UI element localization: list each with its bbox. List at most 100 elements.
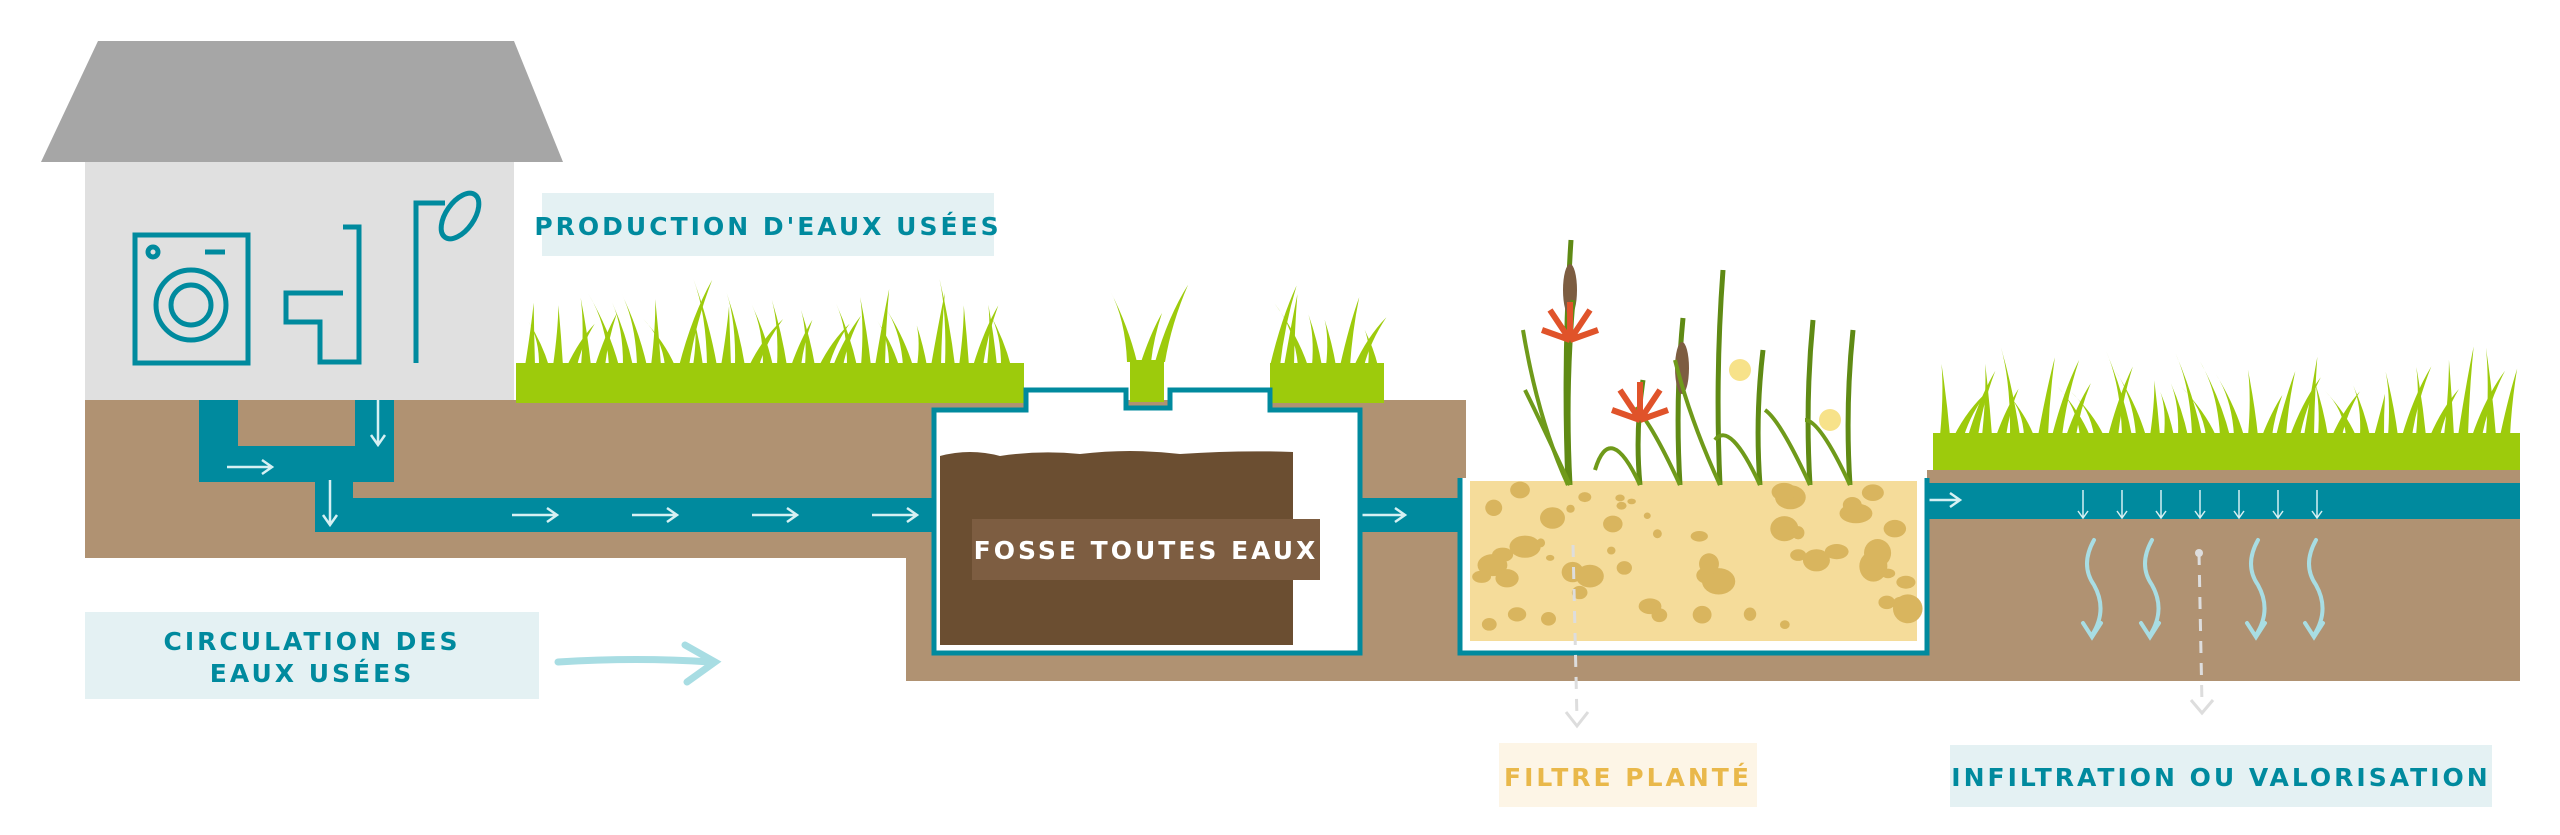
grass-blade	[2057, 386, 2090, 436]
pebble	[1651, 608, 1668, 623]
infiltration-arrow-icon	[2194, 490, 2206, 520]
grass-blade	[2070, 391, 2104, 436]
fosse-label: FOSSE TOUTES EAUX	[974, 536, 1319, 565]
grass-blade	[1308, 314, 1322, 366]
grass-strips	[516, 360, 2520, 470]
pebble	[1578, 492, 1592, 503]
infiltration-arrow-icon	[2272, 490, 2284, 520]
grass-blade	[2150, 380, 2160, 436]
infiltration-wave-icon	[2303, 538, 2325, 641]
pebble	[1690, 530, 1708, 542]
grass-blade	[2008, 394, 2034, 436]
flow-arrow-icon	[512, 506, 560, 524]
grass-blade	[973, 305, 999, 366]
grass-blade	[1354, 317, 1387, 366]
infiltration-arrow-icon	[2233, 490, 2245, 520]
reed-stem	[1715, 269, 1726, 486]
flow-arrow-icon	[369, 400, 387, 448]
pebble	[1616, 501, 1627, 510]
grass-blade	[2066, 383, 2091, 436]
flow-arrows	[227, 400, 2323, 528]
grass-blade	[1155, 284, 1189, 362]
grass-blade	[621, 293, 647, 366]
grass-blade	[2160, 392, 2174, 436]
grass-blade	[2000, 347, 2020, 436]
filtre-label: FILTRE PLANTÉ	[1504, 763, 1752, 792]
grass-blade	[2385, 371, 2398, 436]
pebble	[1824, 544, 1849, 560]
grass-blade	[721, 306, 731, 366]
grass-blade	[1270, 285, 1297, 366]
grass-blade	[836, 303, 857, 366]
septic-tank: FOSSE TOUTES EAUX	[931, 387, 1363, 656]
house	[41, 41, 563, 402]
grass-blade	[2416, 366, 2426, 436]
pebble	[1575, 564, 1604, 588]
reed-leaf	[1593, 446, 1642, 486]
planted-filter	[1457, 239, 1930, 729]
pebble	[1896, 575, 1916, 589]
grass-blade	[2430, 389, 2459, 436]
grass-blade	[2038, 357, 2055, 436]
grass-blade	[588, 294, 619, 366]
pebble	[1607, 546, 1616, 555]
circulation-label-line1: CIRCULATION DES	[164, 627, 461, 656]
pebble	[1892, 594, 1923, 624]
grass-blade	[931, 293, 945, 366]
infiltration-arrow-icon	[2155, 490, 2167, 520]
pebble	[1770, 516, 1799, 542]
grass-blade	[525, 302, 535, 366]
pebble	[1615, 494, 1625, 502]
grass-blade	[2500, 368, 2518, 436]
pebble	[1541, 612, 1556, 626]
pebble	[1545, 554, 1555, 561]
grass-blade	[2247, 369, 2258, 436]
pebble	[1616, 561, 1632, 575]
grass-blade	[2170, 383, 2188, 436]
infiltration-arrow-icon	[2077, 490, 2089, 520]
grass-blade	[2485, 347, 2496, 436]
washing-machine-icon	[132, 232, 251, 366]
grass-blade	[2325, 391, 2356, 436]
pebble	[1771, 482, 1797, 501]
grass-blade	[877, 320, 899, 366]
grass-blade	[860, 296, 871, 366]
grass-blades	[525, 279, 2518, 436]
yellow-flower	[1819, 409, 1841, 431]
grass-blade	[2114, 368, 2146, 436]
pebble	[1643, 512, 1651, 519]
infiltration-arrow-icon	[2116, 490, 2128, 520]
pebble	[1790, 549, 1807, 561]
fosse-label-box	[972, 519, 1320, 580]
reed-leaf	[1804, 418, 1852, 486]
grass-blade	[679, 279, 713, 366]
grass-blade	[2444, 359, 2454, 436]
flow-arrow-icon	[321, 480, 339, 528]
grass-blade	[693, 279, 717, 366]
grass-blade	[2458, 346, 2474, 436]
grass-blade	[2200, 361, 2230, 436]
grass-blade	[567, 323, 595, 366]
grass-blade	[1954, 390, 1989, 436]
pebble	[1536, 538, 1546, 548]
grass-blade	[726, 293, 745, 366]
circulation-label-line2: EAUX USÉES	[210, 659, 414, 688]
grass-blade	[771, 299, 787, 366]
pebble	[1652, 529, 1662, 539]
infiltration-label: INFILTRATION OU VALORISATION	[1951, 763, 2490, 792]
pebble	[1643, 601, 1653, 611]
grass-blade	[1340, 297, 1360, 366]
grass-blade	[580, 297, 591, 366]
flow-arrow-icon	[227, 458, 275, 476]
pebble	[1880, 568, 1896, 579]
grass-blade	[1940, 363, 1950, 436]
grass-blade	[553, 305, 563, 366]
reed-stem	[1675, 317, 1686, 486]
grass-blade	[2314, 381, 2328, 436]
reed-leaf	[1713, 433, 1762, 486]
grass-blade	[2105, 349, 2132, 436]
flow-arrow-icon	[1360, 506, 1408, 524]
pebble	[1495, 569, 1519, 588]
infiltration-arrow-icon	[2311, 490, 2323, 520]
grass-blade	[883, 304, 913, 366]
